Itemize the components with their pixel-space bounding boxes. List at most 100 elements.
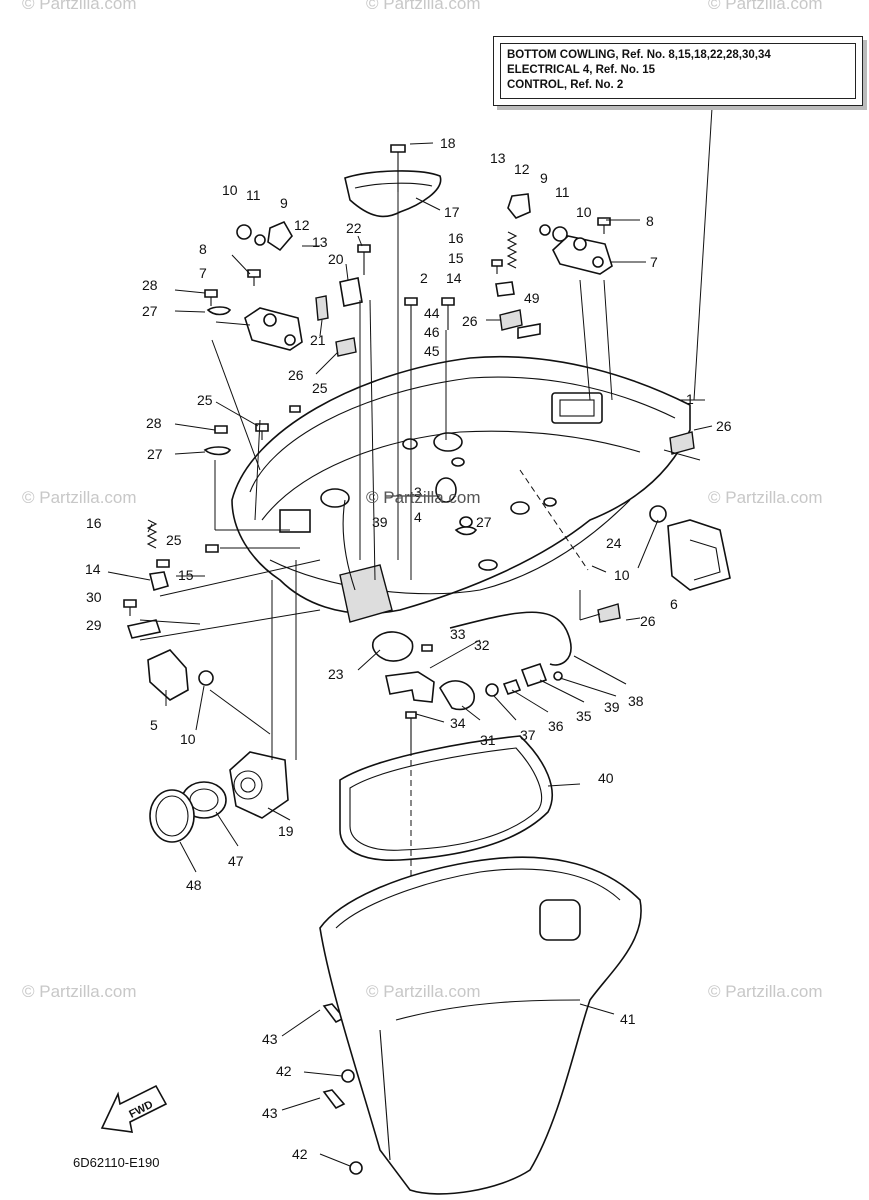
callout-10d: 10	[180, 731, 196, 747]
callout-labels: 1 2 3 4 5 6 7 7 8 8 9 9 10 10 10 10 11 1…	[85, 135, 732, 1162]
watermark-top-right: © Partzilla.com	[708, 0, 823, 13]
callout-45: 45	[424, 343, 440, 359]
callout-30: 30	[86, 589, 102, 605]
callout-10b: 10	[576, 204, 592, 220]
diagram-code: 6D62110-E190	[73, 1155, 160, 1170]
part-5	[147, 649, 214, 701]
callout-26b: 26	[288, 367, 304, 383]
callout-11: 11	[246, 187, 261, 203]
callout-35: 35	[576, 708, 592, 724]
callout-25: 25	[197, 392, 213, 408]
bolts	[123, 144, 611, 1175]
callout-48: 48	[186, 877, 202, 893]
callout-32: 32	[474, 637, 490, 653]
callout-17: 17	[444, 204, 460, 220]
callout-29: 29	[86, 617, 102, 633]
info-line-3: CONTROL, Ref. No. 2	[507, 79, 624, 91]
callout-13: 13	[312, 234, 328, 250]
callout-16b: 16	[86, 515, 102, 531]
callout-15: 15	[448, 250, 464, 266]
callout-19: 19	[278, 823, 294, 839]
callout-13b: 13	[490, 150, 506, 166]
callout-27c: 27	[476, 514, 492, 530]
callout-7b: 7	[650, 254, 658, 270]
callout-6: 6	[670, 596, 678, 612]
assembly-lines	[139, 192, 701, 880]
bottom-cowling-tray	[231, 355, 691, 666]
callout-5: 5	[150, 717, 158, 733]
part-19	[229, 751, 289, 819]
callout-12b: 12	[514, 161, 530, 177]
callout-43b: 43	[262, 1105, 278, 1121]
callout-38: 38	[628, 693, 644, 709]
callout-21: 21	[310, 332, 326, 348]
callout-9: 9	[280, 195, 288, 211]
callout-31: 31	[480, 732, 496, 748]
callout-25c: 25	[166, 532, 182, 548]
callout-22: 22	[346, 220, 362, 236]
callout-7: 7	[199, 265, 207, 281]
callout-16: 16	[448, 230, 464, 246]
callout-18: 18	[440, 135, 456, 151]
callout-27b: 27	[147, 446, 163, 462]
watermark-mid-left: © Partzilla.com	[22, 488, 137, 507]
callout-42b: 42	[292, 1146, 308, 1162]
watermark-bottom-right: © Partzilla.com	[708, 982, 823, 1001]
watermark-bottom-center: © Partzilla.com	[366, 982, 481, 1001]
callout-39b: 39	[372, 514, 388, 530]
callout-28b: 28	[146, 415, 162, 431]
callout-27: 27	[142, 303, 158, 319]
callout-25b: 25	[312, 380, 328, 396]
watermark-bottom-left: © Partzilla.com	[22, 982, 137, 1001]
callout-12: 12	[294, 217, 310, 233]
info-line-1: BOTTOM COWLING, Ref. No. 8,15,18,22,28,3…	[507, 49, 771, 61]
callout-26c: 26	[716, 418, 732, 434]
callout-9b: 9	[540, 170, 548, 186]
part-7-right	[552, 235, 613, 275]
callout-34: 34	[450, 715, 466, 731]
callout-4: 4	[414, 509, 422, 525]
callout-49: 49	[524, 290, 540, 306]
watermark-top-center: © Partzilla.com	[366, 0, 481, 13]
callout-10: 10	[222, 182, 238, 198]
part-17	[344, 170, 442, 218]
callout-23: 23	[328, 666, 344, 682]
callout-14: 14	[446, 270, 462, 286]
callout-8b: 8	[646, 213, 654, 229]
leader-lines	[107, 107, 713, 1167]
watermark-center: © Partzilla.com	[366, 488, 481, 507]
callout-42: 42	[276, 1063, 292, 1079]
callout-37: 37	[520, 727, 536, 743]
callout-41: 41	[620, 1011, 636, 1027]
callout-8: 8	[199, 241, 207, 257]
callout-2: 2	[420, 270, 428, 286]
callout-26: 26	[462, 313, 478, 329]
callout-28: 28	[142, 277, 158, 293]
watermark-top-left: © Partzilla.com	[22, 0, 137, 13]
callout-3: 3	[414, 484, 422, 500]
callout-15b: 15	[178, 567, 194, 583]
callout-39: 39	[604, 699, 620, 715]
callout-40: 40	[598, 770, 614, 786]
callout-44: 44	[424, 305, 440, 321]
callout-33: 33	[450, 626, 466, 642]
watermark-mid-right: © Partzilla.com	[708, 488, 823, 507]
info-line-2: ELECTRICAL 4, Ref. No. 15	[507, 64, 656, 76]
callout-14b: 14	[85, 561, 101, 577]
callout-20: 20	[328, 251, 344, 267]
callout-1: 1	[686, 391, 694, 407]
callout-10c: 10	[614, 567, 630, 583]
fwd-arrow: FWD	[100, 1084, 168, 1133]
lower-cover-41	[319, 856, 642, 1195]
callout-43: 43	[262, 1031, 278, 1047]
callout-11b: 11	[555, 184, 570, 200]
callout-36: 36	[548, 718, 564, 734]
part-7-left	[244, 307, 303, 351]
callout-47: 47	[228, 853, 244, 869]
callout-26d: 26	[640, 613, 656, 629]
part-6	[649, 505, 731, 591]
callout-46: 46	[424, 324, 440, 340]
callout-24: 24	[606, 535, 622, 551]
reference-info-box: BOTTOM COWLING, Ref. No. 8,15,18,22,28,3…	[493, 36, 863, 106]
